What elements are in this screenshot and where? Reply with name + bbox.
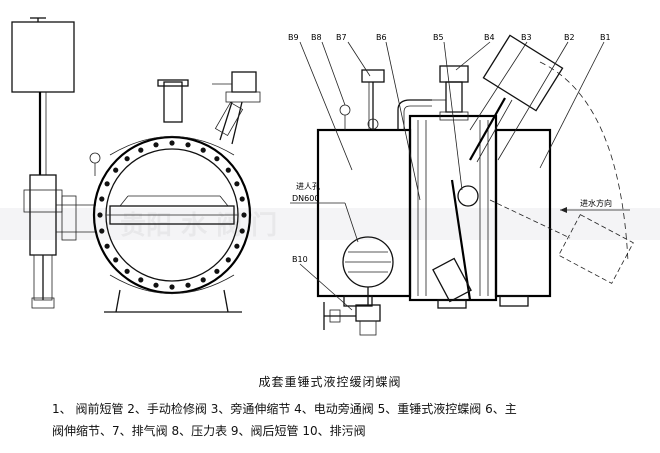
parts-legend: 1、 阀前短管 2、手动检修阀 3、旁通伸缩节 4、电动旁通阀 5、重锤式液控蝶… [52,398,612,442]
bolt-hole [169,284,175,290]
bolt-hole [99,196,105,202]
bolt-hole [214,156,220,162]
bolt-hole [239,196,245,202]
bolt-hole [214,268,220,274]
bolt-hole [200,277,206,283]
manhole-size-label: DN600 [292,194,319,203]
right-view [316,34,634,336]
bolt-hole [124,156,130,162]
counterweight-right [482,34,564,112]
legend-line-2: 阀伸缩节、7、排气阀 8、压力表 9、阀后短管 10、排污阀 [52,424,366,438]
callout-b10: B10 [292,255,308,264]
bolt-hole [138,147,144,153]
bolt-hole [153,142,159,148]
bolt-hole [241,212,247,218]
drain-valve [355,304,381,322]
bolt-hole [225,257,231,263]
bolt-hole [99,228,105,234]
callout-b2: B2 [564,33,575,42]
callout-b9: B9 [288,33,299,42]
callout-b3: B3 [521,33,532,42]
electric-bypass-valve-right [439,65,469,83]
lever-right [469,97,506,161]
bolt-hole [104,181,110,187]
legend-line-1: 1、 阀前短管 2、手动检修阀 3、旁通伸缩节 4、电动旁通阀 5、重锤式液控蝶… [52,402,517,416]
callout-labels: B9 B8 B7 B6 B5 B4 B3 B2 B1 B10 [288,33,611,311]
bolt-ring [97,140,247,290]
flow-direction-label: 进水方向 [580,198,612,208]
bolt-hole [138,277,144,283]
bolt-hole [113,257,119,263]
manhole-label: 进人孔 [296,182,320,191]
bolt-hole [169,140,175,146]
callout-b1: B1 [600,33,611,42]
bolt-hole [200,147,206,153]
pressure-gauge [339,104,351,116]
bolt-hole [225,167,231,173]
bolt-hole [234,243,240,249]
callout-b8: B8 [311,33,322,42]
bolt-hole [97,212,103,218]
air-valve-right [361,69,385,83]
bolt-hole [234,181,240,187]
bolt-hole [104,243,110,249]
callout-b6: B6 [376,33,387,42]
electric-bypass-valve-left [231,71,257,93]
watermark-text: 贵阳 水 阀 门 [120,211,277,241]
callout-b7: B7 [336,33,347,42]
bolt-hole [185,142,191,148]
callout-b5: B5 [433,33,444,42]
swing-arc [539,61,629,263]
bolt-hole [239,228,245,234]
left-view [11,17,261,313]
figure-caption: 成套重锤式液控缓闭蝶阀 [258,375,402,389]
valve-assembly-drawing: 贵阳 水 阀 门 [0,17,660,336]
bolt-hole [185,282,191,288]
hydraulic-cylinder-right [450,179,472,301]
bolt-hole [113,167,119,173]
bolt-hole [153,282,159,288]
main-flange-left [92,135,252,295]
callout-b4: B4 [484,33,495,42]
counterweight-left [11,21,75,93]
bolt-hole [124,268,130,274]
